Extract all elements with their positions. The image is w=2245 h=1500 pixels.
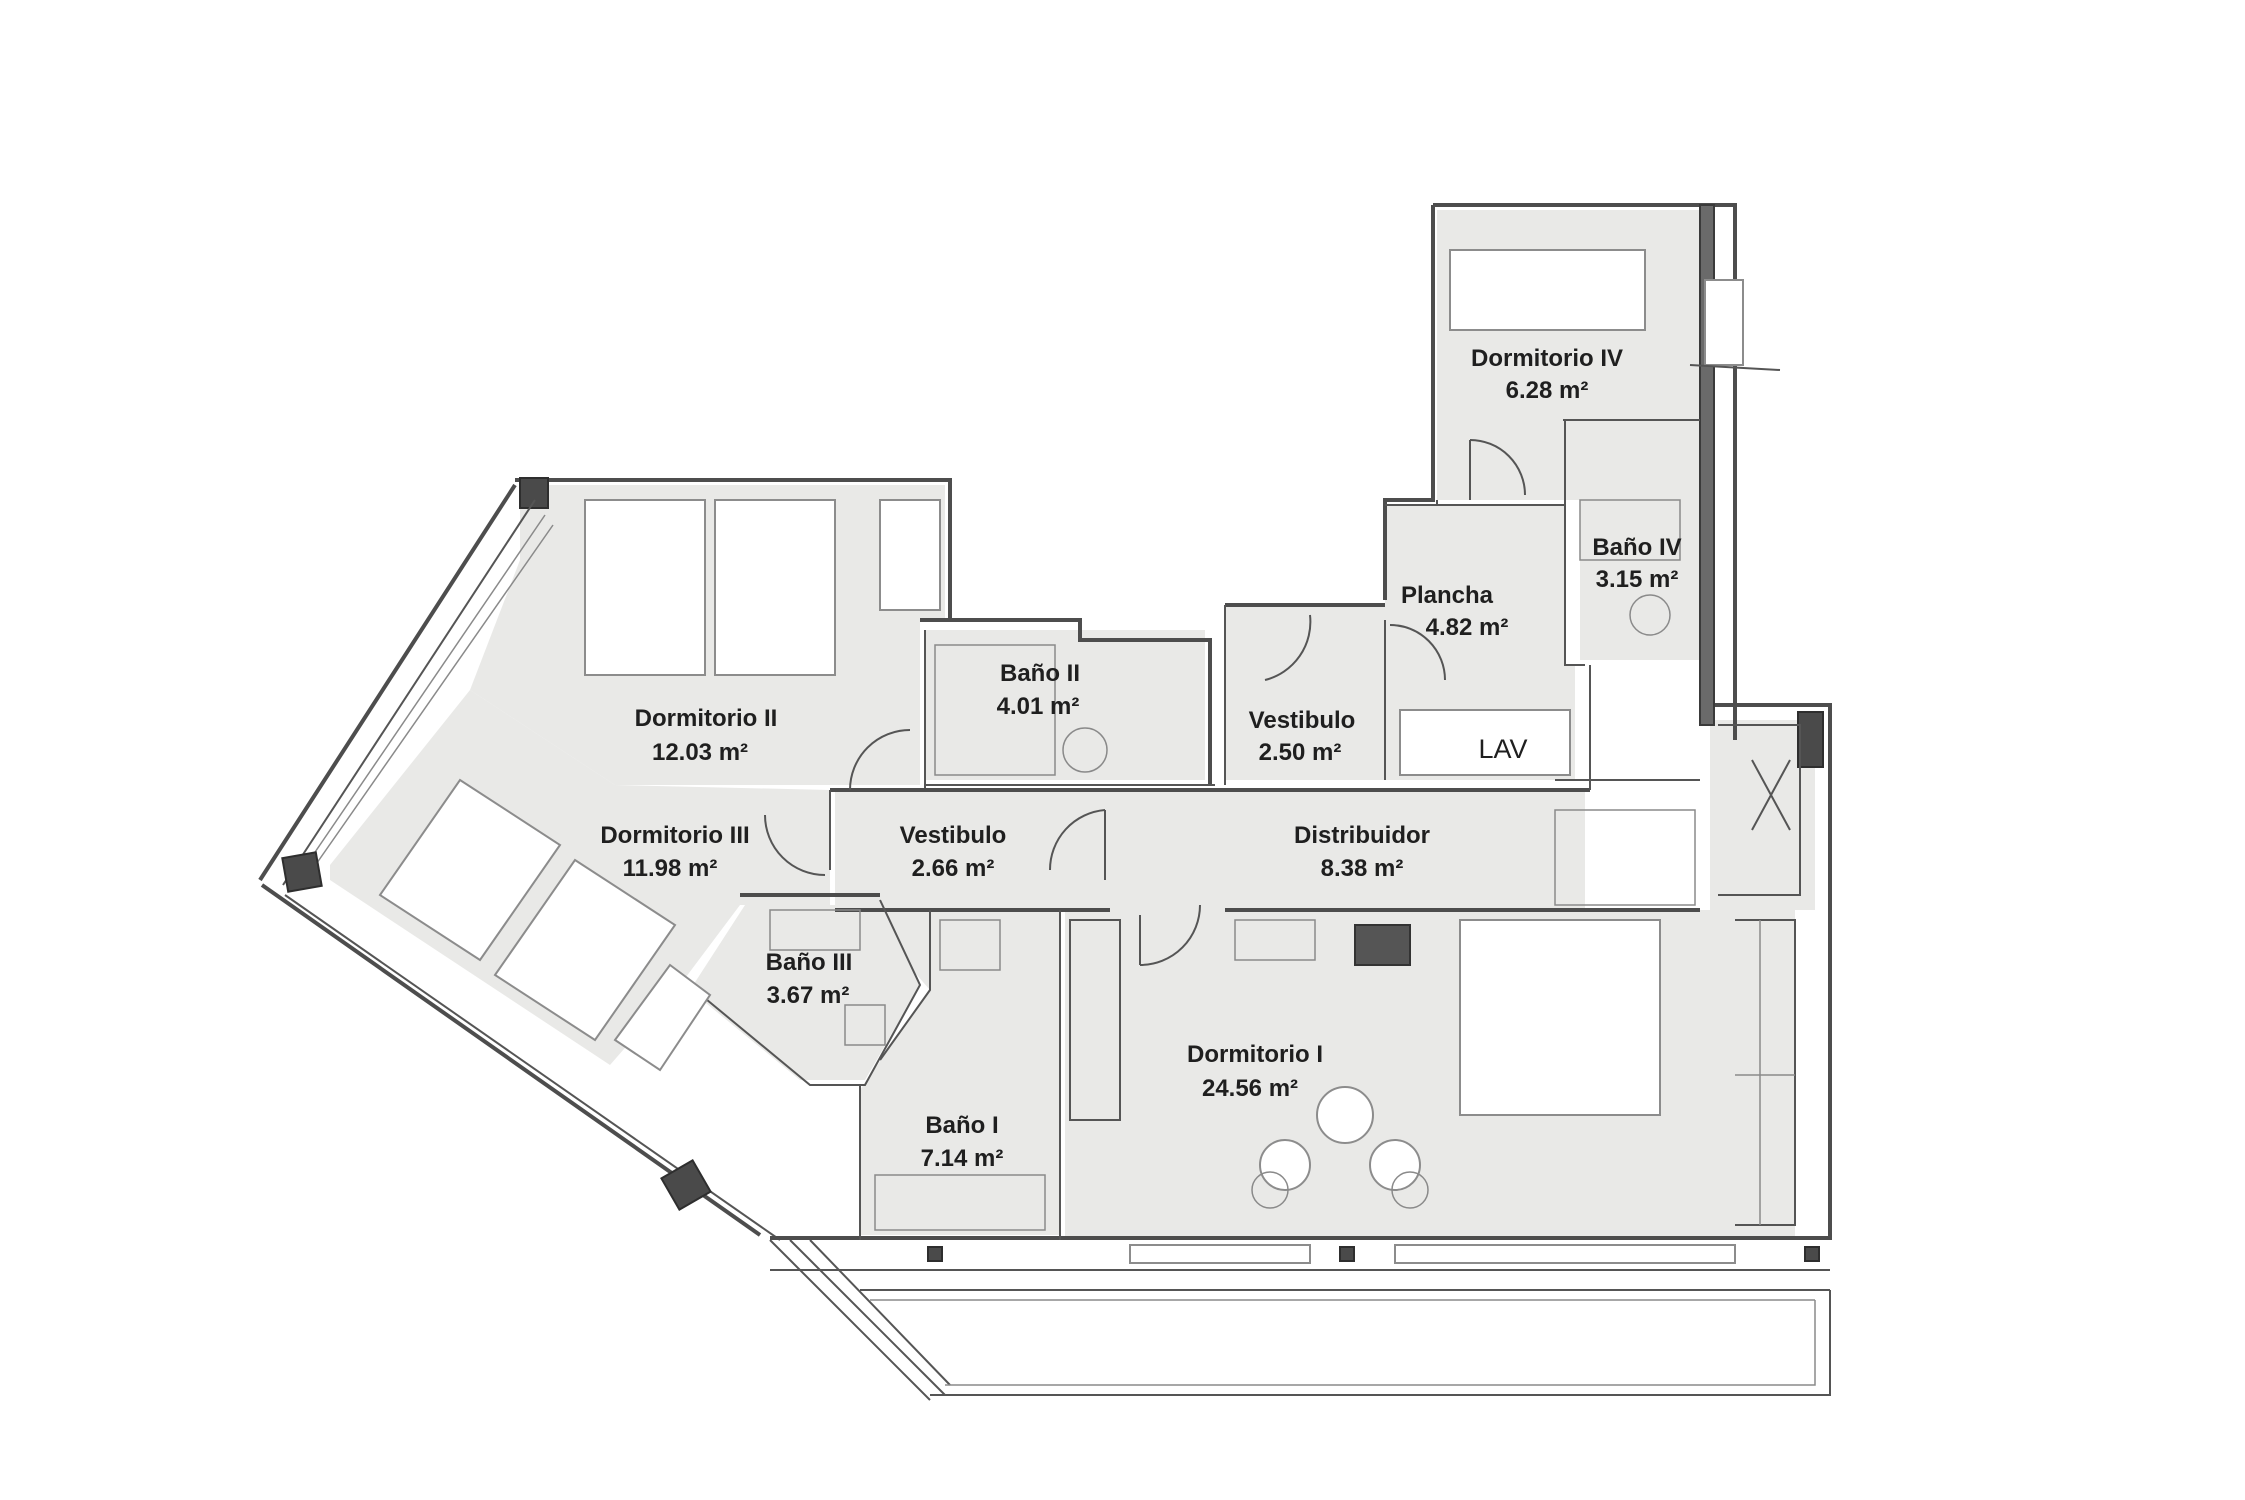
room-area-plancha: 4.82 m² [1426,614,1509,641]
room-name-dormitorio-iv: Dormitorio IV [1471,345,1623,372]
room-name-dormitorio-i: Dormitorio I [1187,1041,1323,1068]
room-name-dormitorio-ii: Dormitorio II [635,705,778,732]
bed-dormitorio-i [1459,919,1661,1116]
room-labels: Dormitorio IV 6.28 m² Baño IV 3.15 m² Pl… [600,345,1681,1172]
room-name-vestibulo-1: Vestibulo [900,822,1007,849]
room-name-bano-iii: Baño III [766,949,853,976]
room-name-dormitorio-iii: Dormitorio III [600,822,749,849]
furniture [378,249,1781,1231]
room-area-dormitorio-ii: 12.03 m² [652,739,748,766]
room-area-distribuidor: 8.38 m² [1321,855,1404,882]
room-area-bano-ii: 4.01 m² [997,693,1080,720]
room-name-bano-ii: Baño II [1000,660,1080,687]
room-area-bano-iii: 3.67 m² [767,982,850,1009]
bed-dormitorio-iv [1449,249,1646,331]
bed-dormitorio-ii-right [714,499,836,676]
room-name-plancha: Plancha [1401,582,1494,609]
room-area-bano-iv: 3.15 m² [1596,566,1679,593]
walls [258,203,1832,1401]
round-table [1316,1086,1374,1144]
room-name-bano-i: Baño I [925,1112,998,1139]
room-name-bano-iv: Baño IV [1592,534,1681,561]
room-area-dormitorio-iv: 6.28 m² [1506,377,1589,404]
room-area-vestibulo-1: 2.66 m² [912,855,995,882]
room-area-bano-i: 7.14 m² [921,1145,1004,1172]
doors [764,439,1526,966]
room-area-dormitorio-i: 24.56 m² [1202,1075,1298,1102]
bed-dormitorio-iii-left [378,778,562,962]
laundry-counter [1399,709,1571,776]
room-name-lav: LAV [1478,734,1527,764]
bed-dormitorio-iii-right [493,858,677,1042]
room-name-vestibulo-2: Vestibulo [1249,707,1356,734]
room-name-distribuidor: Distribuidor [1294,822,1430,849]
bed-dormitorio-ii-left [584,499,706,676]
room-area-vestibulo-2: 2.50 m² [1259,739,1342,766]
room-area-dormitorio-iii: 11.98 m² [623,855,718,882]
